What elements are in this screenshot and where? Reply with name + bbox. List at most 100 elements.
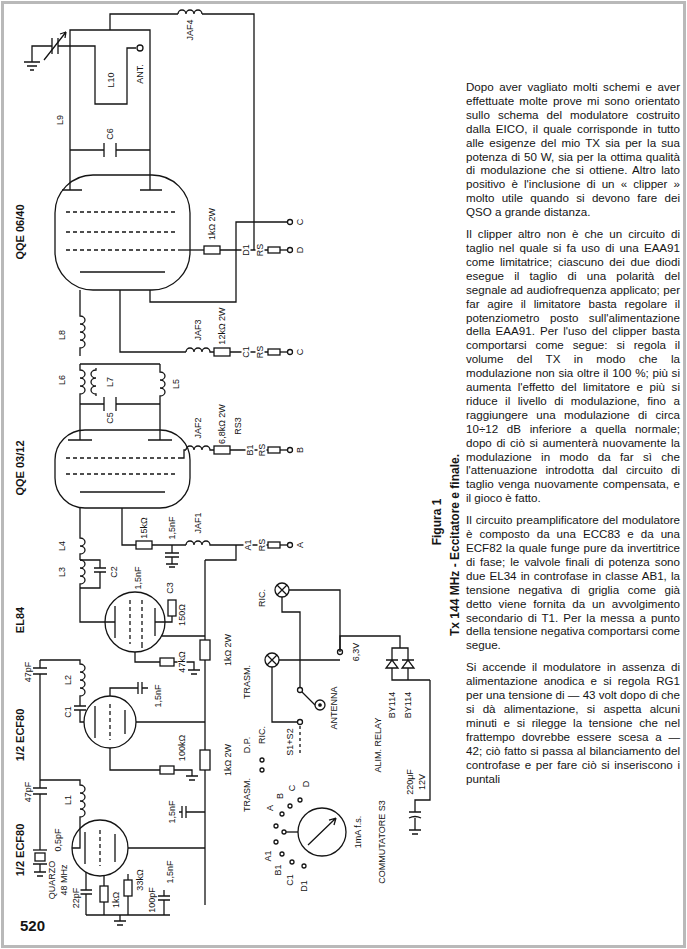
component-label: C1 bbox=[242, 345, 251, 359]
component-label: 100kΩ bbox=[178, 734, 187, 762]
component-label: C bbox=[296, 218, 305, 227]
component-label: JAF1 bbox=[194, 511, 203, 534]
component-label: 100pF bbox=[148, 886, 157, 914]
component-label: L4 bbox=[58, 540, 67, 552]
component-label: 12kΩ 2W bbox=[218, 306, 227, 345]
component-label: L7 bbox=[106, 376, 115, 388]
component-label: L9 bbox=[56, 114, 65, 126]
relay-switching bbox=[260, 583, 430, 834]
text-column: Dopo aver vagliato molti schemi e aver e… bbox=[466, 80, 680, 793]
tube-symbol bbox=[55, 175, 293, 356]
component-label: C3 bbox=[166, 581, 175, 595]
component-label: 1,5nF bbox=[166, 859, 175, 884]
meter-switch bbox=[274, 798, 346, 868]
component-label: B bbox=[276, 792, 285, 800]
component-label: C2 bbox=[110, 565, 119, 579]
component-label: QUARZO bbox=[48, 860, 57, 901]
component-label: B1 bbox=[246, 443, 255, 456]
tube-label: 1/2 ECF80 bbox=[15, 823, 26, 878]
component-label: C5 bbox=[106, 411, 115, 425]
oscillator-multiplier bbox=[33, 508, 236, 925]
component-label: D bbox=[302, 780, 311, 789]
component-label: 6,8kΩ 2W bbox=[218, 403, 227, 445]
component-label: 220μF bbox=[406, 768, 415, 796]
component-label: JAF4 bbox=[186, 18, 195, 41]
component-label: A bbox=[266, 804, 275, 812]
driver-stage bbox=[55, 364, 293, 567]
component-label: 1kΩ 2W bbox=[208, 207, 217, 241]
component-label: ALIM. RELAY bbox=[374, 717, 383, 774]
component-label: 1kΩ 2W bbox=[224, 743, 233, 777]
component-label: D1 bbox=[300, 879, 309, 893]
figure-label: Figura 1 bbox=[431, 498, 443, 547]
component-label: D bbox=[296, 246, 305, 255]
tube-label: QQE 03/12 bbox=[15, 439, 26, 496]
component-label: ANTENNA bbox=[330, 685, 339, 730]
component-label: 47pF bbox=[24, 781, 33, 804]
final-stage-tank bbox=[24, 10, 254, 250]
component-label: 1,5nF bbox=[168, 799, 177, 824]
component-label: B bbox=[296, 446, 305, 454]
component-label: C bbox=[296, 348, 305, 357]
component-label: 48 MHz bbox=[60, 863, 69, 896]
component-label: L8 bbox=[58, 329, 67, 341]
component-label: L1 bbox=[64, 794, 73, 806]
component-label: 47pF bbox=[24, 661, 33, 684]
component-label: JAF3 bbox=[194, 318, 203, 341]
component-label: RIC. bbox=[258, 725, 267, 745]
component-label: 22pF bbox=[72, 887, 81, 910]
component-label: RS3 bbox=[234, 416, 243, 436]
component-label: L10 bbox=[107, 71, 116, 88]
component-label: A bbox=[296, 541, 305, 549]
tube-label: 1/2 ECF80 bbox=[15, 708, 26, 763]
body-paragraph: Dopo aver vagliato molti schemi e aver e… bbox=[466, 80, 680, 219]
component-label: L6 bbox=[58, 374, 67, 386]
component-label: 1mA f.s. bbox=[354, 815, 363, 850]
component-label: 1kΩ 2W bbox=[224, 633, 233, 667]
tube-label: QQE 06/40 bbox=[15, 203, 26, 260]
component-label: L5 bbox=[172, 378, 181, 390]
component-label: D.P. bbox=[243, 736, 252, 754]
tube-label: EL84 bbox=[15, 606, 26, 634]
component-label: L2 bbox=[64, 674, 73, 686]
page-number: 520 bbox=[20, 918, 45, 933]
component-label: BY114 bbox=[388, 691, 397, 719]
component-label: C bbox=[288, 784, 297, 793]
component-label: ANT. bbox=[136, 63, 145, 85]
component-label: JAF2 bbox=[194, 416, 203, 439]
component-label: TRASM. bbox=[243, 777, 252, 813]
component-label: C6 bbox=[106, 127, 115, 141]
component-label: A1 bbox=[264, 849, 273, 862]
component-label: RS bbox=[258, 538, 267, 553]
component-label: 1kΩ bbox=[112, 891, 121, 909]
component-label: 1,5nF bbox=[134, 565, 143, 590]
component-label: 47kΩ bbox=[178, 650, 187, 673]
component-label: 0,5pF bbox=[54, 827, 63, 852]
component-label: RS bbox=[256, 345, 265, 360]
component-label: RIC. bbox=[258, 588, 267, 608]
component-label: COMMUTATORE S3 bbox=[378, 799, 387, 885]
component-label: L3 bbox=[58, 566, 67, 578]
component-label: 6,3V bbox=[352, 642, 361, 663]
component-label: BY114 bbox=[404, 691, 413, 719]
component-label: A1 bbox=[244, 538, 253, 551]
component-label: B1 bbox=[274, 863, 283, 876]
page-frame bbox=[3, 3, 685, 947]
body-paragraph: Il circuito preamplificatore del modulat… bbox=[466, 513, 680, 652]
figure-caption: Tx 144 MHz - Eccitatore e finale. bbox=[449, 453, 461, 637]
component-label: TRASM. bbox=[243, 664, 252, 700]
component-label: S1+S2 bbox=[286, 727, 295, 756]
component-label: RS bbox=[258, 443, 267, 458]
component-label: C1 bbox=[64, 705, 73, 719]
component-label: D1 bbox=[242, 243, 251, 257]
component-label: 12V bbox=[418, 773, 427, 791]
component-label: 15kΩ bbox=[140, 516, 149, 539]
component-label: 1,5nF bbox=[154, 683, 163, 708]
component-label: C1 bbox=[286, 873, 295, 887]
component-label: 33kΩ bbox=[136, 868, 145, 891]
component-label: 150Ω bbox=[178, 603, 187, 627]
body-paragraph: Si accende il modulatore in assenza di a… bbox=[466, 660, 680, 785]
body-paragraph: Il clipper altro non è che un circuito d… bbox=[466, 227, 680, 505]
component-label: 1,5nF bbox=[168, 515, 177, 540]
